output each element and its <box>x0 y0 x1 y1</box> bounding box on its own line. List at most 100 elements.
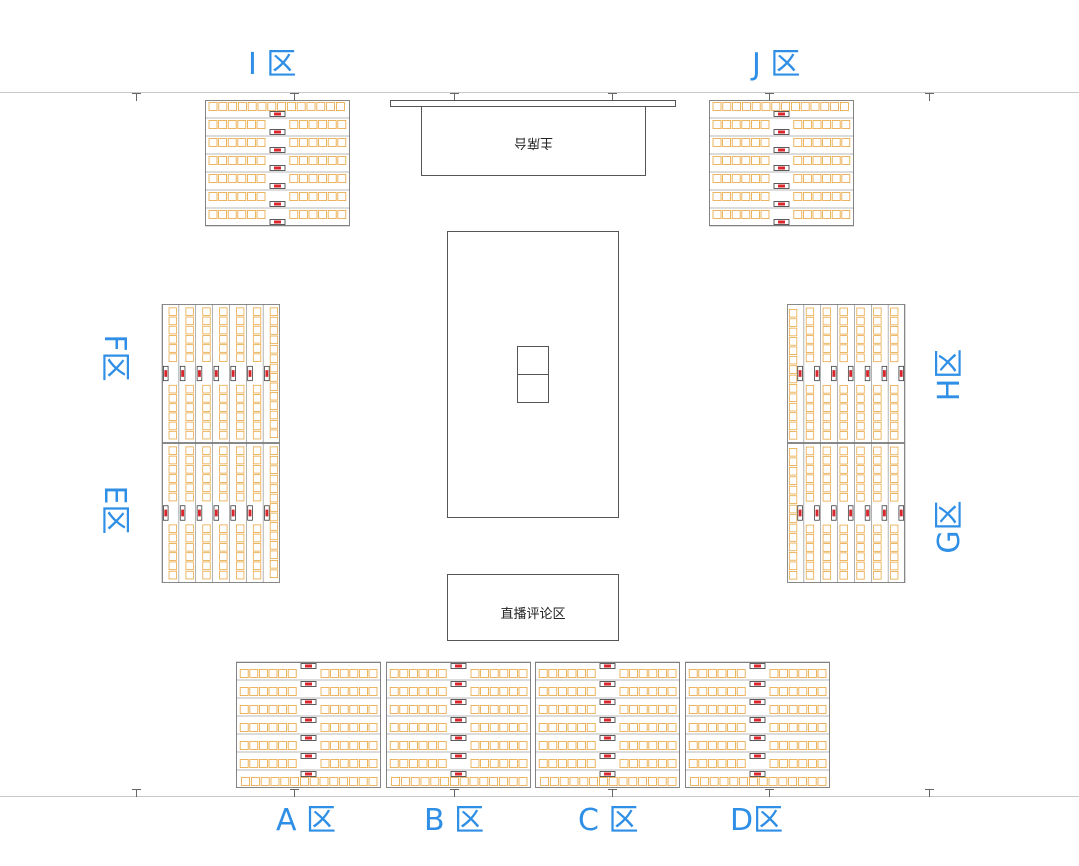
seat[interactable] <box>788 337 798 346</box>
seat[interactable] <box>586 741 596 750</box>
seat[interactable] <box>731 192 741 201</box>
seat[interactable] <box>830 102 839 111</box>
seat[interactable] <box>508 705 518 714</box>
seat[interactable] <box>558 759 567 768</box>
seat[interactable] <box>168 533 177 543</box>
seat[interactable] <box>788 542 798 552</box>
seat[interactable] <box>698 687 708 696</box>
seat[interactable] <box>538 759 548 768</box>
seat[interactable] <box>717 705 727 714</box>
seat[interactable] <box>788 759 798 768</box>
seat[interactable] <box>788 476 798 485</box>
seat[interactable] <box>316 102 326 111</box>
seat[interactable] <box>839 524 848 534</box>
seat[interactable] <box>873 483 882 493</box>
seat[interactable] <box>202 552 211 561</box>
seat[interactable] <box>788 669 798 678</box>
seat[interactable] <box>839 353 848 363</box>
seat[interactable] <box>269 401 279 410</box>
seat[interactable] <box>239 723 249 732</box>
seat[interactable] <box>788 741 798 750</box>
seat[interactable] <box>839 552 848 561</box>
seat[interactable] <box>717 741 727 750</box>
seat[interactable] <box>577 687 586 696</box>
seat[interactable] <box>548 669 558 678</box>
seat[interactable] <box>817 723 827 732</box>
seat[interactable] <box>856 421 865 431</box>
seat[interactable] <box>358 687 368 696</box>
seat[interactable] <box>788 571 798 580</box>
seat[interactable] <box>538 723 548 732</box>
seat[interactable] <box>722 102 732 111</box>
seat[interactable] <box>428 705 437 714</box>
seat[interactable] <box>278 723 287 732</box>
seat[interactable] <box>409 741 418 750</box>
seat[interactable] <box>619 669 629 678</box>
seat[interactable] <box>219 403 228 412</box>
seat[interactable] <box>319 777 329 786</box>
seat[interactable] <box>839 344 848 353</box>
seat[interactable] <box>722 210 732 219</box>
seat[interactable] <box>318 156 327 165</box>
seat[interactable] <box>856 524 865 534</box>
seat[interactable] <box>269 392 279 401</box>
seat[interactable] <box>409 669 418 678</box>
seat[interactable] <box>760 138 770 147</box>
seat[interactable] <box>873 543 882 552</box>
seat[interactable] <box>812 192 822 201</box>
seat[interactable] <box>337 174 347 183</box>
seat[interactable] <box>219 474 228 483</box>
seat[interactable] <box>558 705 567 714</box>
seat[interactable] <box>873 552 882 561</box>
seat[interactable] <box>719 777 729 786</box>
seat[interactable] <box>168 307 177 316</box>
seat[interactable] <box>236 412 245 421</box>
seat[interactable] <box>698 705 708 714</box>
seat[interactable] <box>805 483 815 493</box>
seat[interactable] <box>890 474 899 483</box>
seat[interactable] <box>722 192 732 201</box>
seat[interactable] <box>219 455 228 465</box>
seat[interactable] <box>717 723 727 732</box>
seat[interactable] <box>751 120 760 129</box>
seat[interactable] <box>252 307 262 316</box>
seat[interactable] <box>330 741 339 750</box>
seat[interactable] <box>717 759 727 768</box>
seat[interactable] <box>727 741 736 750</box>
seat[interactable] <box>712 102 722 111</box>
seat[interactable] <box>236 524 245 533</box>
seat[interactable] <box>518 705 528 714</box>
seat[interactable] <box>185 561 194 571</box>
seat[interactable] <box>688 723 698 732</box>
seat[interactable] <box>803 138 812 147</box>
seat[interactable] <box>168 455 177 465</box>
seat[interactable] <box>320 669 330 678</box>
seat[interactable] <box>368 777 378 786</box>
seat[interactable] <box>567 687 577 696</box>
seat[interactable] <box>480 669 489 678</box>
seat[interactable] <box>618 777 628 786</box>
seat[interactable] <box>839 394 848 403</box>
seat[interactable] <box>890 483 899 493</box>
seat[interactable] <box>287 759 297 768</box>
seat[interactable] <box>236 430 245 440</box>
seat[interactable] <box>219 533 228 543</box>
seat[interactable] <box>856 571 865 580</box>
seat[interactable] <box>890 316 899 326</box>
seat[interactable] <box>688 669 698 678</box>
seat[interactable] <box>788 365 798 374</box>
seat[interactable] <box>219 421 228 431</box>
seat[interactable] <box>269 307 279 316</box>
seat[interactable] <box>219 524 228 533</box>
seat[interactable] <box>822 431 831 440</box>
seat[interactable] <box>698 723 708 732</box>
seat[interactable] <box>760 174 770 183</box>
seat[interactable] <box>805 552 815 561</box>
seat[interactable] <box>489 723 499 732</box>
seat[interactable] <box>657 669 667 678</box>
seat[interactable] <box>260 777 270 786</box>
seat[interactable] <box>168 384 177 394</box>
seat[interactable] <box>428 759 437 768</box>
seat[interactable] <box>219 384 228 394</box>
seat[interactable] <box>202 474 211 483</box>
